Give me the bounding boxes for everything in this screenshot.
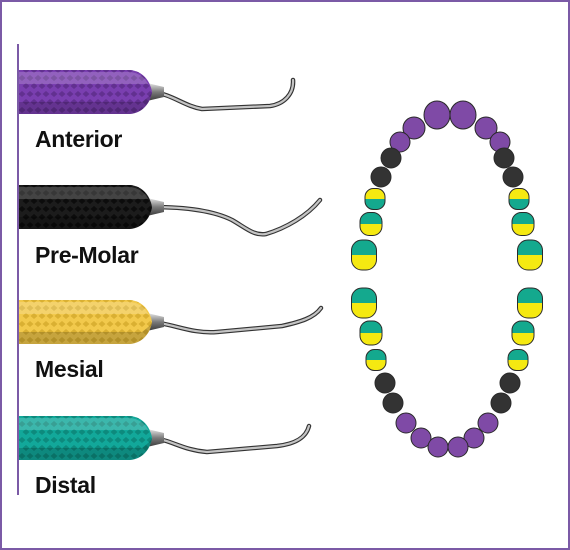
label-anterior: Anterior xyxy=(35,126,123,152)
handle-knurl xyxy=(19,300,152,343)
premolar-tooth xyxy=(370,166,392,188)
molar-tooth-lower xyxy=(517,287,543,319)
handle-highlight xyxy=(19,72,148,84)
instrument-tip xyxy=(150,424,311,454)
instrument-ferrule xyxy=(147,198,164,216)
molar-tooth-upper xyxy=(359,212,383,236)
premolar-tooth xyxy=(499,372,521,394)
instrument-2 xyxy=(19,185,323,237)
molar-tooth-lower xyxy=(351,287,377,319)
handle-shade xyxy=(19,322,152,344)
premolar-tooth xyxy=(502,166,524,188)
instrument-ferrule xyxy=(147,429,164,447)
instrument-tip xyxy=(150,78,295,111)
instrument-tip xyxy=(150,306,323,334)
anterior-tooth xyxy=(389,131,411,153)
molar-tooth-upper xyxy=(508,188,530,210)
anterior-tooth xyxy=(463,427,485,449)
label-pre-molar: Pre-Molar xyxy=(35,242,139,268)
instrument-3 xyxy=(19,300,324,344)
instrument-ferrule xyxy=(147,313,164,331)
handle-shade xyxy=(19,207,152,229)
instrument-ferrule xyxy=(147,83,164,101)
anterior-tooth xyxy=(395,412,417,434)
label-mesial: Mesial xyxy=(35,356,104,382)
anterior-tooth xyxy=(474,116,498,140)
anterior-tooth xyxy=(423,100,451,130)
premolar-tooth xyxy=(374,372,396,394)
handle-highlight xyxy=(19,187,148,199)
handle-knurl xyxy=(19,416,152,459)
premolar-tooth xyxy=(380,147,402,169)
molar-tooth-upper xyxy=(517,239,543,271)
premolar-tooth xyxy=(493,147,515,169)
molar-tooth-lower xyxy=(359,320,383,346)
handle-shade xyxy=(19,92,152,114)
premolar-tooth xyxy=(490,392,512,414)
molar-tooth-upper xyxy=(351,239,377,271)
instrument-tip xyxy=(150,198,322,236)
molar-tooth-lower xyxy=(511,320,535,346)
molar-tooth-lower xyxy=(365,349,387,371)
anterior-tooth xyxy=(449,100,477,130)
anterior-tooth xyxy=(410,427,432,449)
handle-highlight xyxy=(19,418,148,430)
handle-highlight xyxy=(19,302,148,314)
instrument-4 xyxy=(19,416,312,460)
handle-shade xyxy=(19,438,152,460)
anterior-tooth xyxy=(427,436,449,458)
anterior-tooth xyxy=(402,116,426,140)
instrument-1 xyxy=(19,70,296,114)
anterior-tooth xyxy=(447,436,469,458)
left-divider-line xyxy=(17,44,19,495)
anterior-tooth xyxy=(477,412,499,434)
molar-tooth-upper xyxy=(364,188,386,210)
label-distal: Distal xyxy=(35,472,96,498)
molar-tooth-lower xyxy=(507,349,529,371)
premolar-tooth xyxy=(382,392,404,414)
molar-tooth-upper xyxy=(511,212,535,236)
